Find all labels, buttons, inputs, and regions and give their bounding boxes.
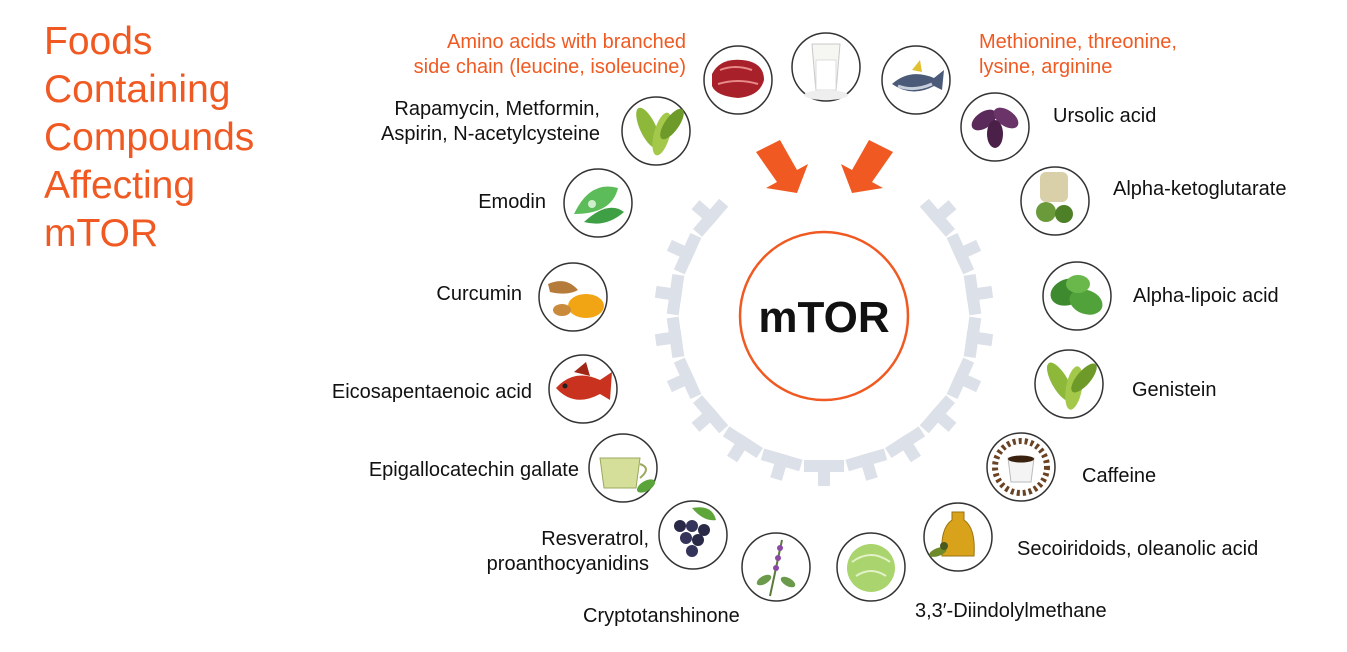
compound-label-egcg: Epigallocatechin gallate — [368, 459, 579, 481]
ring-segment — [919, 189, 966, 237]
tuna-fish-icon — [881, 45, 951, 115]
title-line: Foods — [44, 20, 153, 63]
compound-label-epa: Eicosapentaenoic acid — [331, 381, 532, 403]
amino-acids-right-label: Methionine, threonine, lysine, arginine — [979, 31, 1177, 78]
ring-segment — [963, 316, 996, 360]
compound-label-ursolic: Ursolic acid — [1053, 105, 1157, 127]
ring-segment — [661, 357, 702, 405]
spinach-icon — [1042, 261, 1112, 331]
basil-icon — [960, 92, 1030, 162]
ring-segment — [756, 448, 803, 485]
ring-segment — [682, 189, 729, 237]
compound-label-curcumin: Curcumin — [436, 283, 522, 305]
ring-segment — [845, 448, 892, 485]
milk-glass-icon — [791, 32, 861, 102]
ring-segment — [919, 395, 966, 443]
fish-icon — [548, 354, 618, 424]
compound-label-secoiridoids: Secoiridoids, oleanolic acid — [1017, 538, 1259, 560]
title-line: Containing — [44, 68, 231, 111]
brussels-sprouts-icon — [1020, 166, 1090, 236]
ring-segment — [652, 316, 685, 360]
ring-segment — [661, 227, 702, 275]
cabbage-icon — [836, 532, 906, 602]
edamame-pods-icon — [621, 96, 691, 166]
compound-label-rapamycin: Rapamycin, Metformin, Aspirin, N-acetylc… — [381, 98, 600, 145]
compound-label-genistein: Genistein — [1132, 379, 1217, 401]
soybean-pods-icon — [1034, 349, 1104, 419]
aloe-vera-icon — [563, 168, 633, 238]
compound-label-alpha-lipoic: Alpha-lipoic acid — [1133, 285, 1279, 307]
ring-segment — [885, 426, 933, 470]
amino-acids-left-label: Amino acids with branched side chain (le… — [413, 31, 686, 78]
sage-flower-icon — [741, 532, 811, 602]
ring-segment — [804, 460, 844, 486]
ring-segment — [682, 395, 729, 443]
ring-segment — [652, 272, 685, 316]
title-line: Affecting — [44, 164, 196, 207]
coffee-cup-icon — [986, 432, 1056, 502]
ring-segment — [946, 227, 987, 275]
green-tea-icon — [588, 433, 658, 503]
arrow-right-icon — [841, 140, 893, 193]
title-line: mTOR — [44, 212, 159, 255]
compound-label-caffeine: Caffeine — [1082, 465, 1157, 487]
olive-oil-icon — [923, 502, 993, 572]
compound-label-alpha-ketoglutarate: Alpha-ketoglutarate — [1113, 178, 1287, 200]
beef-meat-icon — [703, 45, 773, 115]
title-line: Compounds — [44, 116, 255, 159]
mtor-label: mTOR — [758, 293, 889, 342]
compound-label-resveratrol: Resveratrol, proanthocyanidins — [486, 528, 649, 575]
arrow-left-icon — [756, 140, 808, 193]
ring-segment — [715, 426, 763, 470]
grapes-icon — [658, 500, 728, 570]
compound-label-emodin: Emodin — [478, 191, 546, 213]
mtor-circle — [738, 230, 910, 402]
turmeric-icon — [538, 262, 608, 332]
ring-segment — [963, 272, 996, 316]
slide-title: Foods Containing Compounds Affecting mTO… — [44, 18, 254, 258]
compound-label-diindolylmethane: 3,3′-Diindolylmethane — [915, 600, 1107, 622]
ring-segment — [946, 357, 987, 405]
compound-label-cryptotanshinone: Cryptotanshinone — [583, 605, 740, 627]
